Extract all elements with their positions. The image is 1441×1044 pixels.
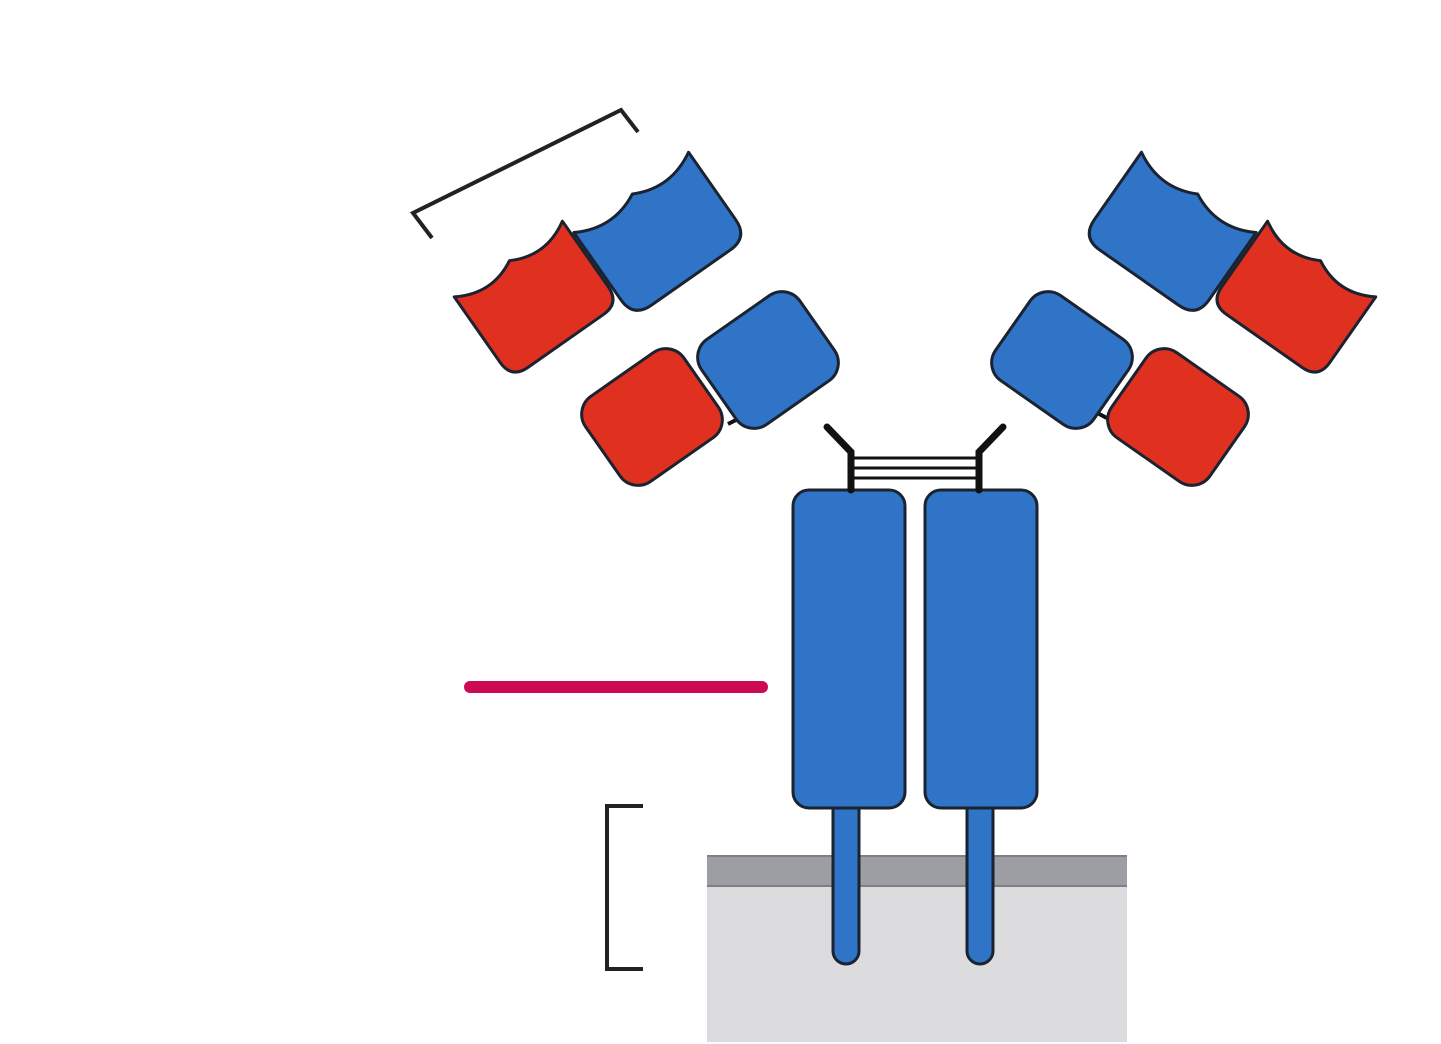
fc-domain-right [923,488,1039,810]
light-chain-variable-domain-left [452,219,615,374]
fab-arm-left [452,150,840,487]
membrane-band [707,856,1127,886]
fab-arm-right [990,150,1378,487]
heavy-chain-constant-domain-right [990,290,1134,430]
transmembrane-bracket [605,804,643,971]
transmembrane-tail-left [831,794,861,966]
heavy-chain-variable-domain-left [572,150,743,312]
hinge-region [823,423,1007,494]
membrane-interior [707,870,1127,1042]
heavy-chain-variable-domain-right [1087,150,1258,312]
heavy-chain-constant-domain-left [696,290,840,430]
cell-membrane [707,855,1127,1042]
transmembrane-tail-right [965,794,995,966]
light-chain-variable-domain-right [1215,219,1378,374]
hinge-right-linker [975,423,1007,494]
light-chain-constant-domain-left [580,347,724,487]
antigen-binding-site-bracket [409,107,640,240]
fc-region [791,488,1039,810]
fc-domain-left [791,488,907,810]
hinge-left-linker [823,423,855,494]
light-chain-constant-domain-right [1106,347,1250,487]
